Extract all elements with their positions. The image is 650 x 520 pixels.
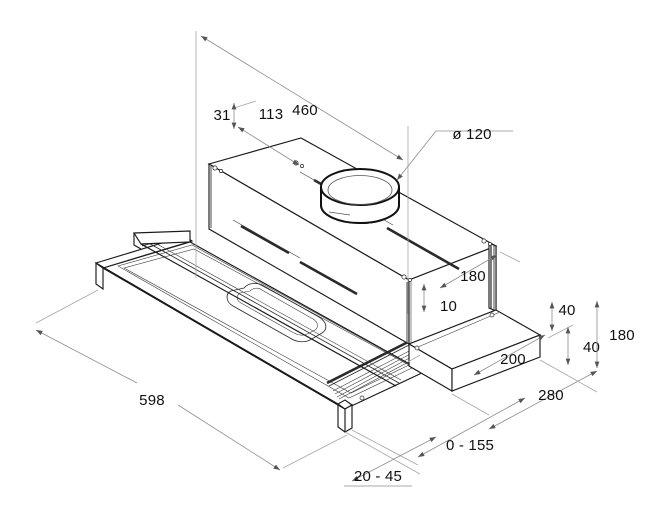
dim-31-label: 31 [213,107,230,124]
chassis-left-tab [132,230,191,245]
handle-slot-inner [236,287,318,336]
ext-200-a [407,354,421,363]
dim-10-label: 10 [440,298,457,315]
dim-598-line-2 [177,404,281,471]
pullout-drawer-assembly [94,230,426,433]
ext-0155-a [351,429,419,466]
drawer-right-endcap-face [344,404,353,433]
screw-hole-7 [401,274,407,280]
drawer-right-endcap-edge [337,404,346,433]
ext-598-b [282,434,348,469]
dim-2045-label: 20 - 45 [354,468,402,485]
body-top-groove-2 [240,224,290,255]
dimension-annotations: 460 31 113 ø 120 180 10 40 40 [35,31,635,487]
base-screw-holes [359,312,495,401]
dim-200-label: 200 [500,351,526,368]
dim-180-box-label: 180 [460,268,486,285]
dim-460-label: 460 [292,102,318,119]
ext-598-a [35,289,99,324]
ext-31-a [233,100,257,109]
chassis-frame-rail-a [140,243,397,387]
chassis-frame-rail-b [144,240,400,384]
base-top-seam [417,311,501,348]
handle-slot-outer [226,282,327,343]
dim-460-line [200,35,404,161]
body-top-seam-2 [232,219,301,259]
base-screw-3 [359,395,365,401]
dim-113-label: 113 [259,106,284,123]
dim-280-label: 280 [538,387,564,404]
dim-duct-leader [396,130,513,181]
base-screw-1 [489,312,495,318]
ext-180-box-a [499,251,521,263]
screw-hole-2 [300,164,304,168]
chassis-left-tab-edge [133,233,142,250]
screw-hole-4 [219,169,223,173]
screw-hole-6 [488,242,492,246]
dim-40-bot-label: 40 [583,339,600,356]
dim-598-label: 598 [139,392,165,409]
dim-0155-label: 0 - 155 [446,437,494,454]
screw-hole-3 [212,165,218,171]
dim-200-line [473,334,546,376]
screw-hole-8 [408,278,412,282]
dim-180-total-label: 180 [609,327,635,344]
duct-collar-top [320,168,400,206]
duct-collar-seam [328,211,351,216]
dim-113-line [237,126,300,166]
right-flange-outer [488,242,497,312]
body-top-groove-4 [299,260,358,296]
telescopic-slide-rails [328,343,417,400]
duct-collar-inner-lip [327,175,393,205]
dim-598-line-1 [35,329,138,384]
dim-180-box-line [439,254,498,289]
base-screw-2 [414,345,420,351]
dim-duct-label: ø 120 [452,126,491,143]
screw-hole-5 [481,238,487,244]
ext-280-b [451,393,490,416]
ext-280-a [539,359,598,393]
chassis-frame-rail-c [147,238,402,381]
dim-2045-line [351,436,437,482]
dim-40-top-label: 40 [558,302,575,319]
